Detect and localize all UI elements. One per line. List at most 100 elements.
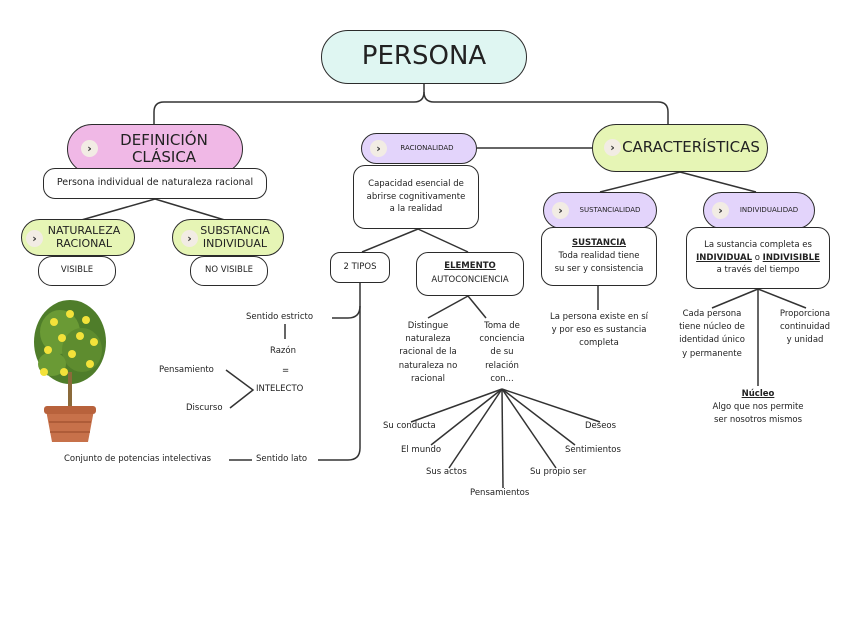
intelecto-label: INTELECTO xyxy=(256,384,304,394)
relacion-sus-actos: Sus actos xyxy=(426,467,467,477)
individualidad-box: La sustancia completa es INDIVIDUAL o IN… xyxy=(686,227,830,289)
connector-fan-7 xyxy=(501,388,601,423)
relacion-el-mundo: El mundo xyxy=(401,445,442,455)
connector-ind-left xyxy=(711,288,759,309)
sustancia-note-line: y por eso es sustancia xyxy=(551,325,647,336)
toma-line: conciencia xyxy=(479,334,525,345)
connector-def-nat xyxy=(77,198,156,222)
caracteristicas-title: CARACTERÍSTICAS xyxy=(622,138,760,157)
connector-fan-5 xyxy=(501,388,557,469)
no-visible-node: NO VISIBLE xyxy=(190,256,268,286)
individualidad-line1: La sustancia completa es xyxy=(704,239,812,250)
root-node-persona[interactable]: PERSONA xyxy=(321,30,527,84)
discurso-label: Discurso xyxy=(186,403,223,413)
indivisible-text: INDIVISIBLE xyxy=(762,252,820,263)
racionalidad-desc-2: abrirse cognitivamente xyxy=(366,191,466,202)
connector-rac-elem xyxy=(417,228,469,253)
connector-fan-6 xyxy=(501,388,576,446)
connector-car-ind xyxy=(679,171,757,193)
toma-line: con... xyxy=(490,373,514,384)
relacion-pensamientos: Pensamientos xyxy=(470,488,530,498)
naturaleza-racional-node[interactable]: › NATURALEZA RACIONAL xyxy=(21,219,135,256)
o-text: o xyxy=(752,252,763,263)
toma-line: relación xyxy=(485,360,519,371)
individual-text: INDIVIDUAL xyxy=(696,252,753,263)
chevron-right-icon[interactable]: › xyxy=(712,202,729,219)
definicion-title-2: CLÁSICA xyxy=(131,148,197,166)
sustancia-note-line: completa xyxy=(579,338,619,349)
sustancialidad-node[interactable]: › SUSTANCIALIDAD xyxy=(543,192,657,229)
individualidad-node[interactable]: › INDIVIDUALIDAD xyxy=(703,192,815,229)
sustancia-note: La persona existe en sí y por eso es sus… xyxy=(540,311,658,351)
substancia-line1: SUBSTANCIA xyxy=(200,223,270,237)
connector-def-sub xyxy=(154,198,229,222)
relacion-su-conducta: Su conducta xyxy=(383,421,436,431)
naturaleza-line1: NATURALEZA xyxy=(47,223,121,237)
chevron-right-icon[interactable]: › xyxy=(81,140,98,157)
nucleo-right-line: continuidad xyxy=(779,322,831,333)
sustancia-box: SUSTANCIA Toda realidad tiene su ser y c… xyxy=(541,227,657,286)
connector-intelecto xyxy=(225,369,255,409)
connector-elem-toma xyxy=(467,295,487,319)
relacion-sentimientos: Sentimientos xyxy=(565,445,621,455)
distingue-line: racional xyxy=(411,373,445,384)
elemento-node: ELEMENTO AUTOCONCIENCIA xyxy=(416,252,524,296)
chevron-right-icon[interactable]: › xyxy=(26,230,43,247)
toma-line: de su xyxy=(490,347,514,358)
sustancia-heading: SUSTANCIA xyxy=(572,238,626,249)
nucleo-left-line: Cada persona xyxy=(682,309,742,319)
nucleo-desc-line: ser nosotros mismos xyxy=(713,415,803,426)
connector-fan-4 xyxy=(501,388,504,489)
equals-label: = xyxy=(282,366,290,376)
connector-root-right xyxy=(423,91,669,124)
individualidad-line2: INDIVIDUAL o INDIVISIBLE xyxy=(696,252,820,265)
toma-conciencia-text: Toma de conciencia de su relación con... xyxy=(467,320,537,386)
racionalidad-title: RACIONALIDAD xyxy=(400,144,454,153)
definicion-node[interactable]: › DEFINICIÓN CLÁSICA xyxy=(67,124,243,174)
racionalidad-desc-3: a la realidad xyxy=(389,204,443,215)
chevron-right-icon[interactable]: › xyxy=(181,230,198,247)
sustancia-desc-1: Toda realidad tiene xyxy=(558,251,640,262)
connector-tipos-lato xyxy=(318,306,361,461)
connector-fan-2 xyxy=(430,388,503,446)
sustancia-desc-2: su ser y consistencia xyxy=(554,263,644,274)
sentido-lato-label: Sentido lato xyxy=(256,454,308,464)
connector-elem-dist xyxy=(427,295,469,319)
substancia-line2: INDIVIDUAL xyxy=(202,236,268,250)
lemon-tree-image xyxy=(34,300,106,442)
nucleo-right-text: Proporciona continuidad y unidad xyxy=(772,308,838,348)
definicion-description-text: Persona individual de naturaleza raciona… xyxy=(56,177,254,189)
distingue-line: naturaleza no xyxy=(398,360,458,371)
relacion-su-propio-ser: Su propio ser xyxy=(530,467,587,477)
nucleo-desc-line: Algo que nos permite xyxy=(712,402,804,413)
dos-tipos-node: 2 TIPOS xyxy=(330,252,390,283)
racionalidad-node[interactable]: › RACIONALIDAD xyxy=(361,133,477,164)
dos-tipos-text: 2 TIPOS xyxy=(343,261,377,272)
razon-label: Razón xyxy=(270,346,296,356)
sustancia-note-line: La persona existe en sí xyxy=(550,312,648,322)
nucleo-right-line: Proporciona xyxy=(779,309,831,319)
naturaleza-line2: RACIONAL xyxy=(56,236,112,250)
chevron-right-icon[interactable]: › xyxy=(370,140,387,157)
substancia-individual-node[interactable]: › SUBSTANCIA INDIVIDUAL xyxy=(172,219,284,256)
chevron-right-icon[interactable]: › xyxy=(604,139,621,156)
nucleo-left-text: Cada persona tiene núcleo de identidad ú… xyxy=(672,308,752,361)
connector-fan-3 xyxy=(448,388,503,469)
nucleo-title: Núcleo xyxy=(741,389,775,399)
elemento-subtitle: AUTOCONCIENCIA xyxy=(431,275,509,285)
distingue-line: naturaleza xyxy=(405,334,451,345)
definicion-description: Persona individual de naturaleza raciona… xyxy=(43,168,267,199)
relacion-deseos: Deseos xyxy=(585,421,617,431)
sustancialidad-title: SUSTANCIALIDAD xyxy=(579,206,641,215)
caracteristicas-node[interactable]: › CARACTERÍSTICAS xyxy=(592,124,768,172)
distingue-text: Distingue naturaleza racional de la natu… xyxy=(393,320,463,386)
nucleo-right-line: y unidad xyxy=(786,335,824,346)
connector-ind-right xyxy=(757,288,807,309)
individualidad-line3: a través del tiempo xyxy=(716,265,800,276)
conjunto-label: Conjunto de potencias intelectivas xyxy=(64,454,212,464)
chevron-right-icon[interactable]: › xyxy=(552,202,569,219)
connector-car-sus xyxy=(599,171,681,193)
visible-text: VISIBLE xyxy=(60,265,94,276)
nucleo-left-line: identidad único xyxy=(679,335,745,346)
